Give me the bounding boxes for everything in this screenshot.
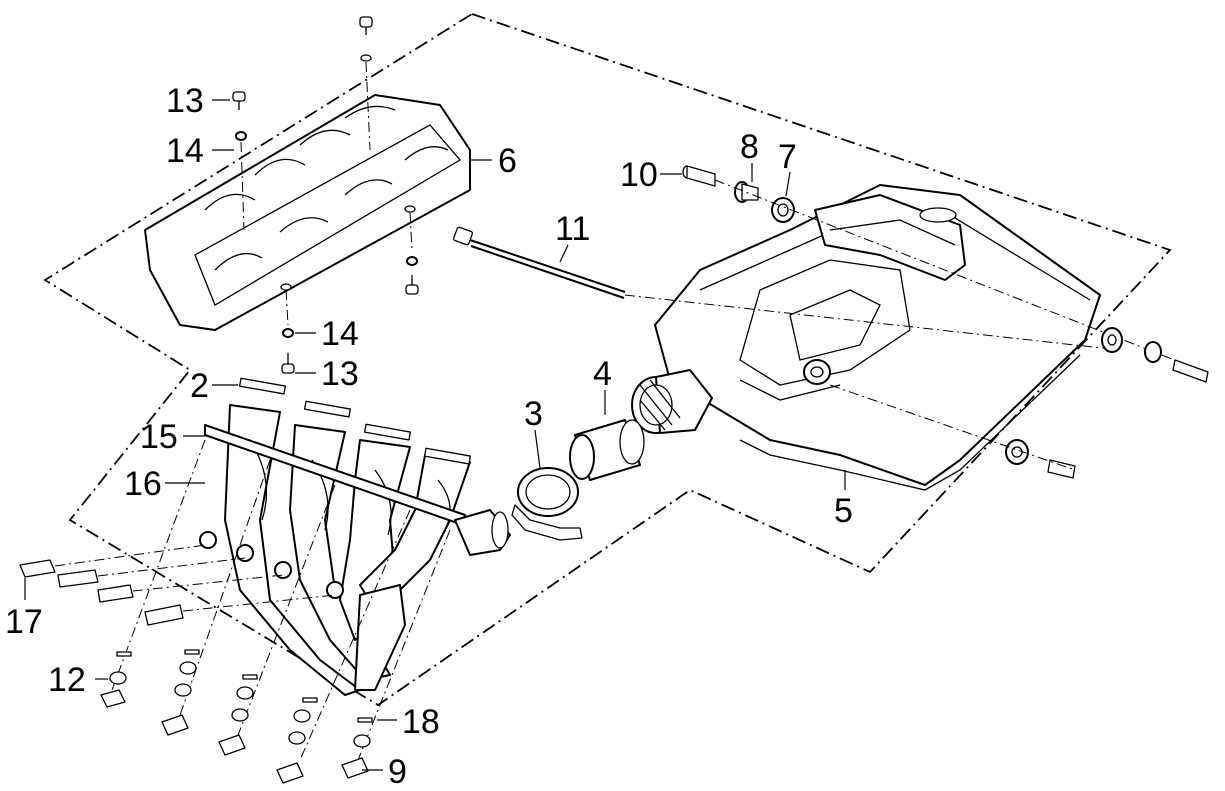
callout-13-top: 13	[166, 82, 204, 120]
callout-16: 16	[124, 465, 162, 503]
callout-12: 12	[48, 661, 86, 699]
nut-washer-stack-5	[341, 717, 373, 779]
callout-6: 6	[498, 142, 517, 180]
nut-washer-stack-2	[161, 649, 200, 736]
bolt-10	[682, 165, 716, 187]
exhaust-gaskets	[238, 377, 471, 465]
header-outlet	[454, 509, 511, 556]
callout-9: 9	[388, 753, 407, 791]
callout-18: 18	[402, 703, 440, 741]
callout-14-bottom: 14	[321, 315, 359, 353]
right-grommet-set	[1101, 327, 1209, 383]
nut-washer-stack-1	[100, 651, 132, 708]
muffler-grommet	[803, 359, 831, 385]
muffler	[654, 184, 1101, 491]
sleeve	[569, 419, 645, 481]
nut-washer-stack-4	[276, 697, 318, 784]
muffler-bracket	[814, 194, 966, 281]
header-bosses	[199, 531, 344, 599]
callout-11: 11	[555, 210, 590, 248]
clamp	[511, 467, 583, 541]
heat-shield-bolt-top	[359, 16, 373, 151]
callout-13-bottom: 13	[321, 355, 359, 393]
callouts: 2 3 4 5 6 7 8 9 10 11 12 13 13 14 14 15 …	[5, 82, 853, 791]
collar-8	[734, 181, 759, 203]
callout-7: 7	[778, 138, 797, 176]
callout-10: 10	[620, 156, 658, 194]
callout-15: 15	[140, 418, 178, 456]
callout-3: 3	[524, 395, 543, 433]
exhaust-header	[224, 404, 471, 696]
heat-shield-bolt-13-top	[232, 91, 247, 231]
heat-shield	[144, 94, 471, 331]
heat-shield-bolt-right	[404, 205, 419, 295]
heat-shield-bolt-13-bottom	[280, 283, 295, 374]
bolt-axis-lower	[829, 384, 1076, 471]
callout-17: 17	[5, 603, 43, 641]
callout-5: 5	[834, 492, 853, 530]
lower-grommet-set	[1005, 439, 1076, 479]
muffler-inlet	[631, 369, 713, 434]
callout-4: 4	[593, 355, 612, 393]
callout-14-top: 14	[166, 132, 204, 170]
nut-axes	[111, 439, 451, 761]
nut-washer-stack-3	[218, 674, 258, 756]
studs-17	[19, 544, 336, 626]
long-bolt	[453, 226, 1121, 351]
callout-8: 8	[740, 128, 759, 166]
callout-2: 2	[190, 367, 209, 405]
leader-lines	[24, 99, 846, 771]
assembly-boundary	[43, 13, 1172, 707]
